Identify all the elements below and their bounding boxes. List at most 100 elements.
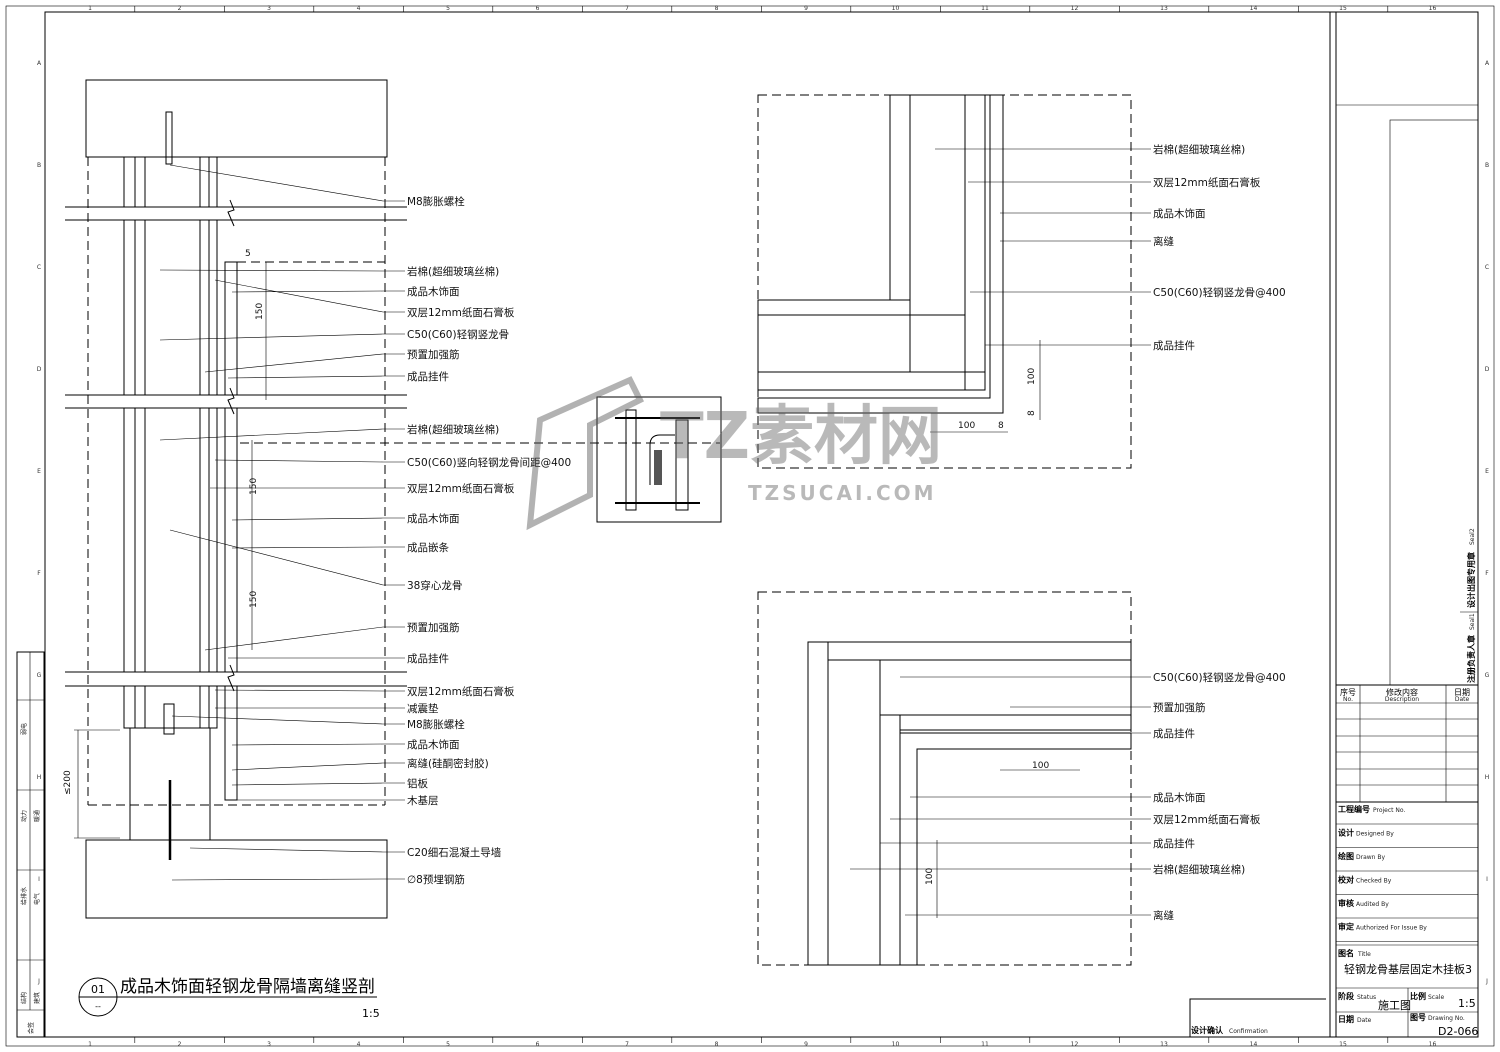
callout-label: 预置加强筋 [407,348,460,361]
grid-col-bottom: 13 [1160,1041,1168,1048]
grid-row-right: A [1485,60,1490,67]
field-label-en: Designed By [1356,831,1394,838]
grid-col-top: 10 [892,5,900,12]
title-block: 设计出图专用章 Seal2 注册负责人章 Seal1 序号No.修改内容Desc… [1329,12,1478,1038]
grid-col-bottom: 3 [267,1041,271,1048]
grid-col-top: 16 [1429,5,1437,12]
callout-label: C20细石混凝土导墙 [407,846,502,859]
rock-wool [144,407,201,673]
status-label: 阶段 [1338,991,1354,1001]
countersign-label: 建筑 [33,992,41,1004]
grid-row-left: B [37,162,41,169]
callout-label: 成品挂件 [407,652,449,665]
drawing-title-text: 成品木饰面轻钢龙骨隔墙离缝竖剖 [120,977,375,997]
bottom-right-section-drawing: 100 100 C50(C60)轻钢竖龙骨@400预置加强筋成品挂件成品木饰面双… [757,591,1286,966]
grid-col-bottom: 9 [804,1041,808,1048]
callout-label: 铝板 [407,777,428,790]
leader-line [214,459,384,463]
revision-header: 修改内容 [1386,687,1418,697]
leader-line [159,428,384,441]
dim-100-h: 100 [958,421,975,431]
drawing-number: 01 [91,983,105,996]
callout-label: 双层12mm纸面石膏板 [1153,813,1261,826]
grid-col-top: 14 [1250,5,1258,12]
watermark-brand: TZ素材网 [660,400,942,474]
grid-row-right: E [1485,468,1489,475]
callout-label: 双层12mm纸面石膏板 [407,482,515,495]
gypsum-board [208,685,218,729]
hanger-detail [596,396,722,523]
watermark-logo-icon [526,376,645,531]
grid-row-right: D [1485,366,1490,373]
grid-col-top: 1 [88,5,92,12]
leader-line [231,290,384,293]
grid-row-right: I [1486,876,1488,883]
gypsum-board [123,685,136,729]
grid-row-left: H [37,774,42,781]
callout-label: 离缝 [1153,235,1175,248]
dim-100-h2: 100 [1032,761,1049,771]
status-label-en: Status [1357,994,1376,1001]
leader-line [231,743,384,746]
dim-5: 5 [245,249,251,259]
gypsum-board [199,219,210,396]
title-label-en: Title [1357,951,1371,958]
dim-100-v2: 100 [925,868,935,885]
field-label: 设计 [1338,828,1354,838]
scale-label: 比例 [1410,991,1426,1001]
title-label: 图名 [1338,948,1354,958]
watermark-url: TZSUCAI.COM [748,481,937,505]
leader-line [171,878,384,881]
field-label: 绘图 [1338,851,1354,861]
grid-row-right: H [1485,774,1490,781]
wood-veneer-panel [224,407,238,673]
countersign-label: 电气 [33,893,41,905]
callout-label: 双层12mm纸面石膏板 [407,685,515,698]
drawing-no-value: D2-066 [1438,1025,1478,1038]
gypsum-board [134,219,146,396]
leader-line [159,269,384,272]
date-label-en: Date [1357,1017,1372,1024]
gypsum-board [123,407,136,673]
callout-label: 岩棉(超细玻璃丝棉) [1153,143,1245,156]
grid-col-top: 15 [1339,5,1347,12]
grid-col-bottom: 1 [88,1041,92,1048]
grid-col-bottom: 14 [1250,1041,1258,1048]
top-right-section-drawing: 100 100 8 8 岩棉(超细玻璃丝棉)双层12mm纸面石膏板成品木饰面离缝… [757,94,1286,469]
grid-row-right: C [1485,264,1489,271]
callout-label: 木基层 [407,794,439,807]
callout-label: 预置加强筋 [407,621,460,634]
scale-label-en: Scale [1428,994,1444,1001]
grid-col-top: 8 [715,5,719,12]
grid-col-top: 3 [267,5,271,12]
callout-label: 成品木饰面 [1153,207,1206,220]
leader-line [169,164,384,202]
rock-wool [144,219,201,396]
confirmation-label-en: Confirmation [1229,1028,1268,1035]
grid-row-left: I [38,876,40,883]
grid-col-top: 13 [1160,5,1168,12]
callout-label: 岩棉(超细玻璃丝棉) [407,265,499,278]
field-label: 审核 [1338,898,1354,908]
design-confirmation-box: 设计确认 Confirmation [1189,998,1326,1037]
callout-label: 预置加强筋 [1153,701,1206,714]
countersign-label: 暖通 [33,810,41,822]
revision-header-en: No. [1343,696,1353,703]
grid-col-bottom: 15 [1339,1041,1347,1048]
leader-line [189,847,384,853]
leader-line [171,715,384,725]
field-label: 审定 [1338,922,1354,932]
sheet-title: 轻钢龙骨基层固定木挂板3 [1344,962,1472,976]
grid-row-right: J [1485,978,1488,985]
drawing-title: 01 -- 成品木饰面轻钢龙骨隔墙离缝竖剖 1:5 [78,977,380,1020]
sheet-frame [44,11,1479,1038]
grid-col-bottom: 12 [1071,1041,1079,1048]
break-lines [65,199,407,692]
wood-veneer-panel [224,685,238,801]
countersign-label: 给排水 [20,887,28,905]
grid-row-left: A [37,60,42,67]
callout-label: M8膨胀螺栓 [407,195,465,208]
field-label: 校对 [1338,875,1354,885]
grid-col-bottom: 2 [178,1041,182,1048]
callout-label: 双层12mm纸面石膏板 [407,306,515,319]
